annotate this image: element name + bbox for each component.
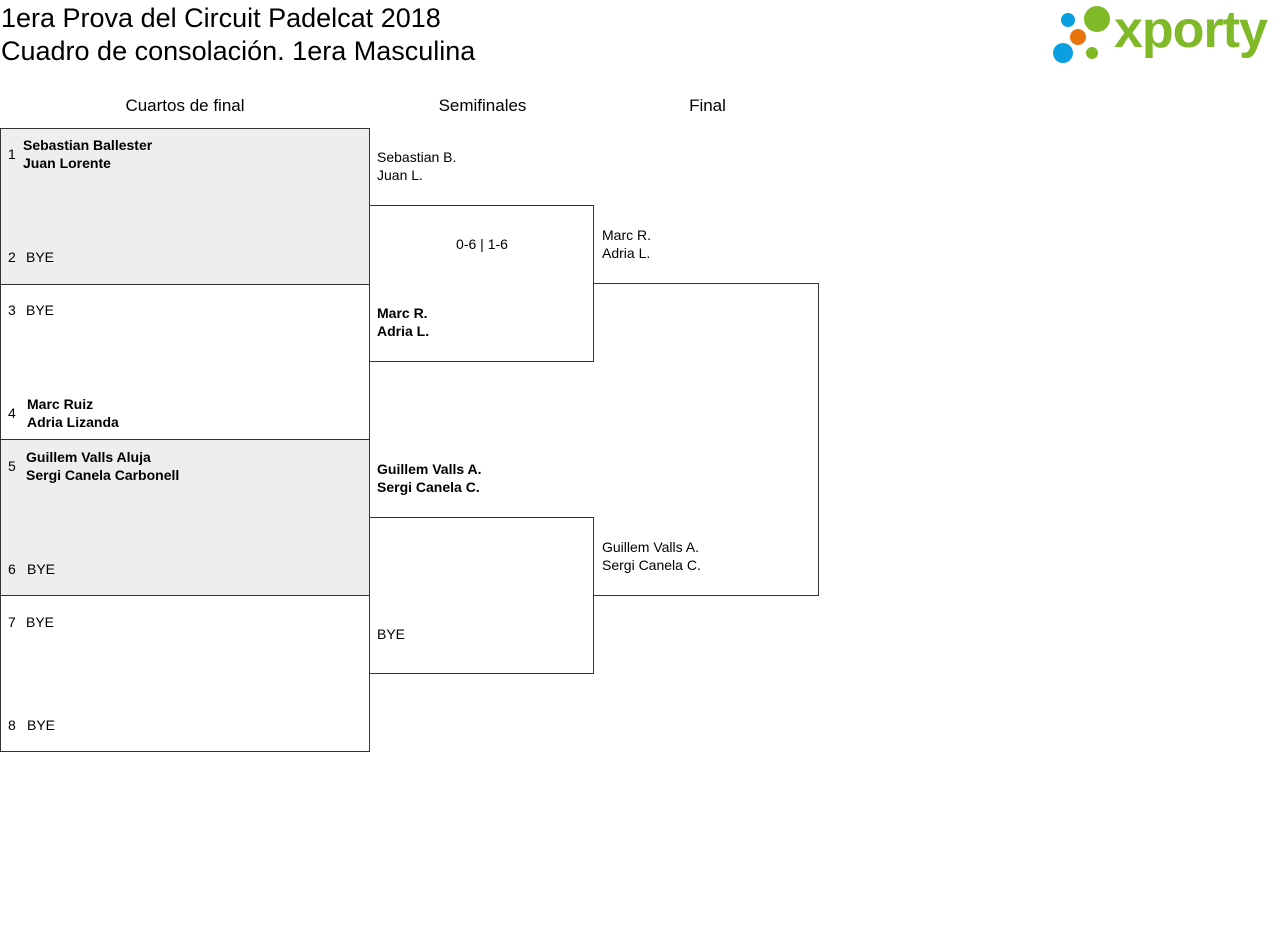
round-header-semifinals: Semifinales (438, 96, 527, 115)
logo-text: xporty (1114, 1, 1268, 59)
sf-team: Sebastian B.Juan L. (377, 149, 457, 183)
seed-number: 6 (8, 561, 16, 577)
seed-number: 7 (8, 614, 16, 630)
xporty-logo[interactable]: xporty (1050, 1, 1276, 66)
seed-number: 3 (8, 302, 16, 318)
qf-match-3 (0, 439, 370, 596)
final-match (594, 283, 819, 596)
round-header-quarterfinals: Cuartos de final (125, 96, 245, 115)
team-entry: BYE (27, 717, 56, 733)
team-entry: BYE (26, 614, 55, 630)
sf-team[interactable]: Guillem Valls A.Sergi Canela C. (377, 461, 482, 495)
round-header-final: Final (689, 96, 726, 115)
page-title: 1era Prova del Circuit Padelcat 2018 Cua… (1, 2, 475, 68)
sf-match-2 (369, 517, 594, 674)
team-entry: BYE (27, 561, 56, 577)
title-line-1: 1era Prova del Circuit Padelcat 2018 (1, 3, 441, 33)
sf-match-1 (369, 205, 594, 362)
seed-number: 5 (8, 458, 16, 474)
final-team: Guillem Valls A.Sergi Canela C. (602, 539, 701, 573)
title-line-2: Cuadro de consolación. 1era Masculina (1, 36, 476, 66)
sf-team: BYE (377, 626, 406, 642)
team-entry: BYE (26, 302, 55, 318)
seed-number: 4 (8, 405, 16, 421)
team-entry: BYE (26, 249, 55, 265)
final-team: Marc R.Adria L. (602, 227, 651, 261)
seed-number: 8 (8, 717, 16, 733)
seed-number: 2 (8, 249, 16, 265)
seed-number: 1 (8, 146, 16, 162)
match-score: 0-6 | 1-6 (456, 236, 508, 252)
qf-match-4 (0, 595, 370, 752)
sf-team[interactable]: Marc R.Adria L. (377, 305, 430, 339)
qf-match-1 (0, 128, 370, 285)
